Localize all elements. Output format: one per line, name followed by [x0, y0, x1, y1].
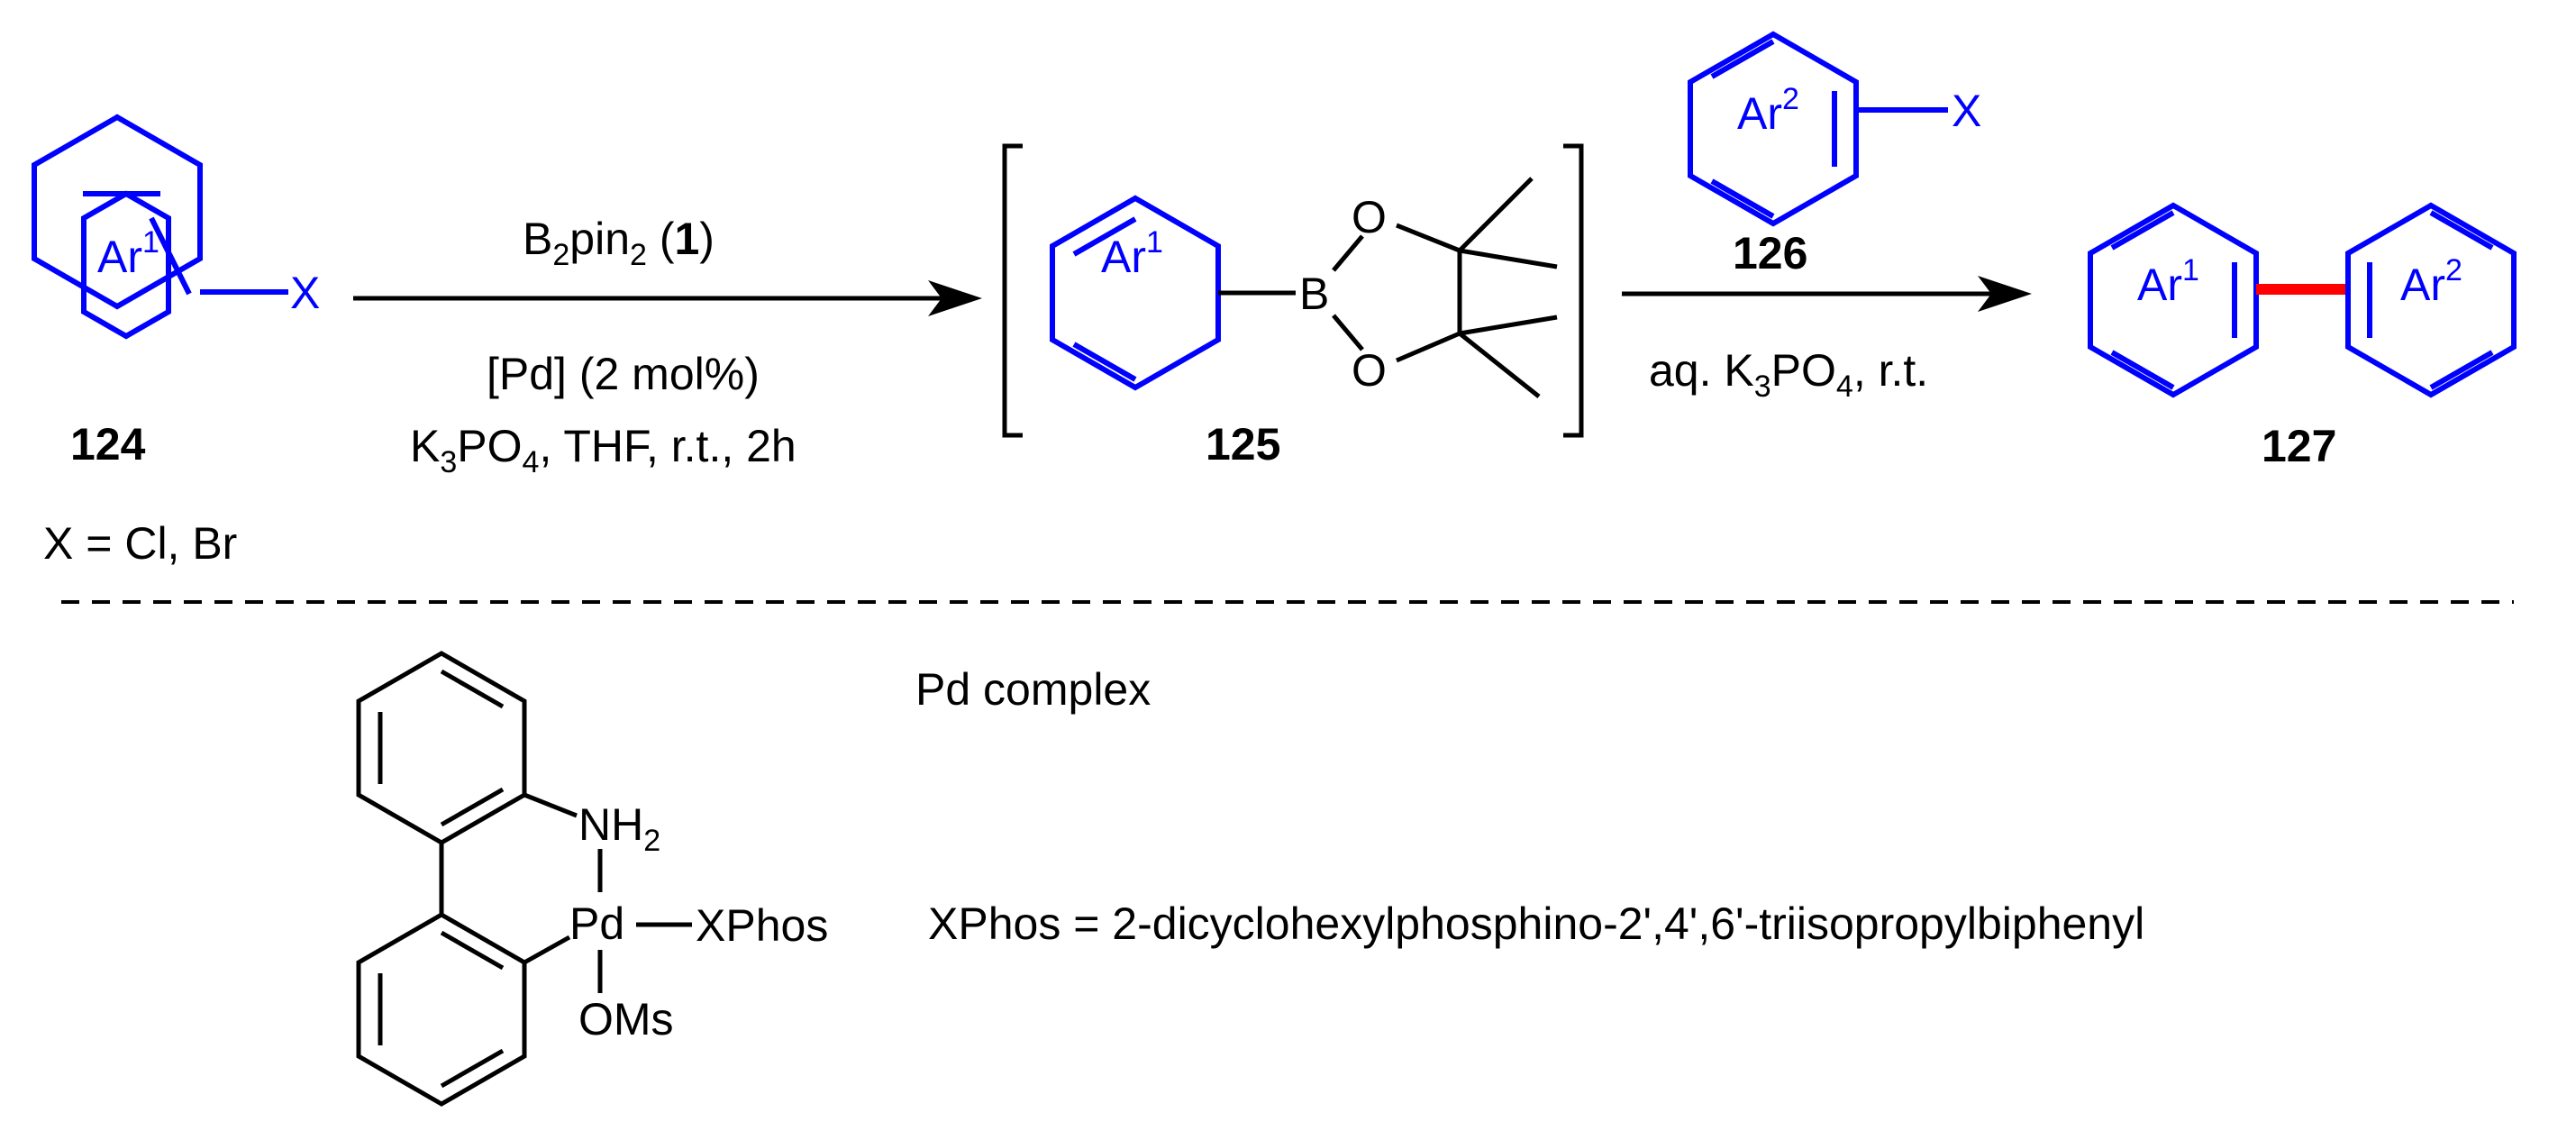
palladium-atom: Pd [569, 898, 624, 949]
mesylate-group: OMs [578, 994, 674, 1044]
oxygen-bottom: O [1352, 345, 1387, 396]
step2-conditions: aq. K3PO4, r.t. [1649, 345, 1928, 404]
step1-conditions: K3PO4, THF, r.t., 2h [410, 421, 796, 479]
pd-complex-title: Pd complex [915, 664, 1151, 715]
step1-arrow: B2pin2 (1) [Pd] (2 mol%) K3PO4, THF, r.t… [353, 214, 982, 479]
compound-125: Ar1 B O O 125 [1002, 143, 1584, 470]
compound-126: Ar2 X 126 [1688, 31, 1981, 278]
ring-label: Ar1 [1101, 225, 1163, 282]
compound-number: 125 [1206, 419, 1280, 470]
aryl1-ring: Ar1 [2088, 202, 2259, 398]
ring-label: Ar1 [97, 225, 159, 282]
xphos-definition: XPhos = 2-dicyclohexylphosphino-2',4',6'… [928, 898, 2144, 949]
aryl2-ring: Ar2 [2345, 202, 2517, 398]
compound-number: 127 [2262, 421, 2336, 471]
ring-label: Ar1 [2137, 253, 2199, 310]
step1-catalyst: [Pd] (2 mol%) [487, 349, 760, 399]
boron-atom: B [1299, 269, 1329, 319]
oxygen-top: O [1352, 192, 1387, 242]
step1-reagent: B2pin2 (1) [523, 214, 715, 272]
halide-note: X = Cl, Br [43, 518, 237, 569]
ring-label: Ar2 [2400, 253, 2462, 310]
compound-124: Ar1 X 124 X = Cl, Br [32, 114, 320, 569]
aryl1-ring: Ar1 [32, 114, 203, 340]
compound-number: 126 [1733, 228, 1807, 278]
compound-number: 124 [70, 419, 146, 470]
aryl1-ring: Ar1 [1050, 195, 1221, 391]
pd-complex-structure: NH2 Pd XPhos OMs [356, 651, 828, 1107]
ring-label: Ar2 [1737, 82, 1799, 139]
right-bracket [1563, 143, 1584, 438]
step2-arrow: aq. K3PO4, r.t. [1622, 276, 2032, 404]
substituent-x: X [1952, 86, 1981, 136]
xphos-ligand: XPhos [696, 900, 828, 951]
substituent-x: X [290, 268, 320, 318]
left-bracket [1002, 143, 1023, 438]
amine-group: NH2 [578, 799, 660, 858]
compound-127: Ar1 Ar2 127 [2088, 202, 2517, 471]
